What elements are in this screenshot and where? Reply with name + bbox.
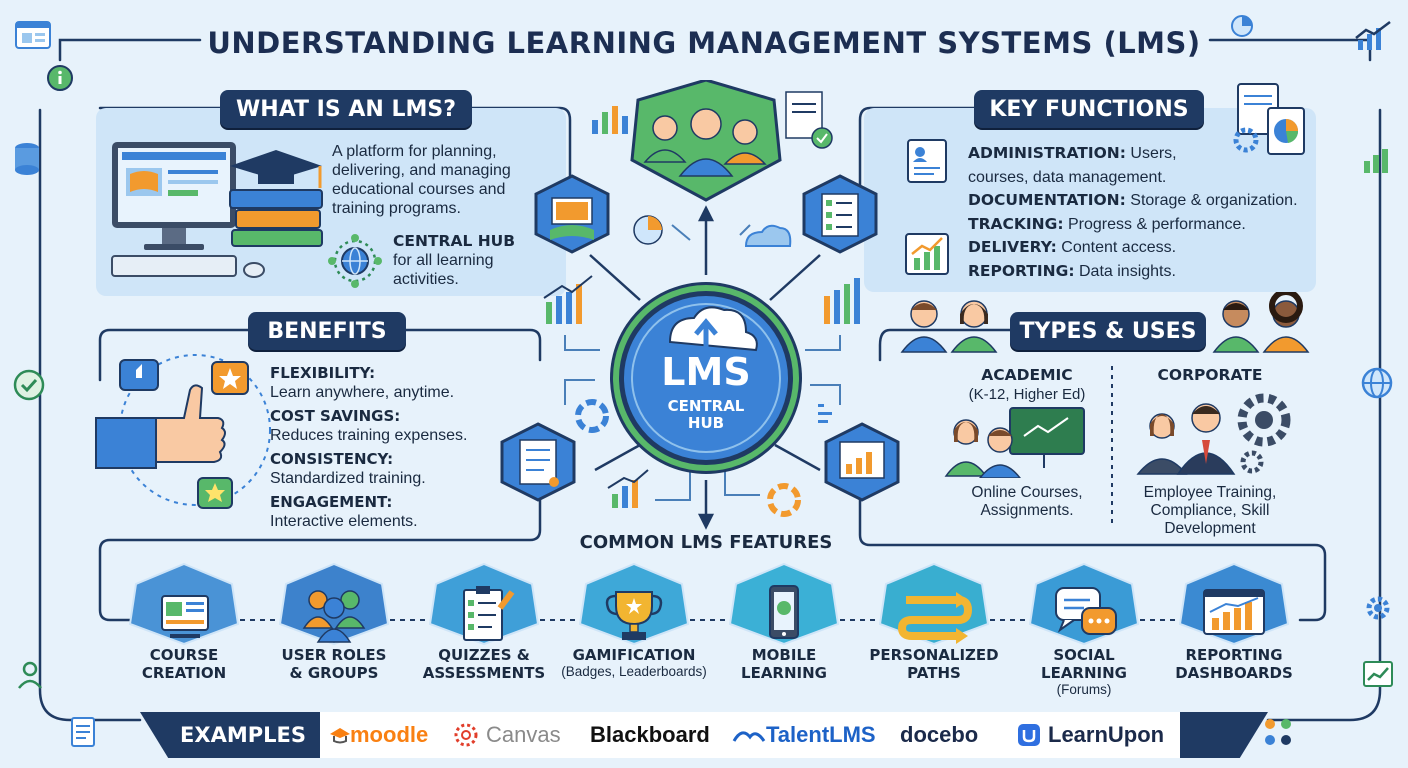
blackboard-logo: Blackboard (590, 722, 710, 747)
feature-item (728, 562, 840, 678)
mobile-phone-icon (728, 562, 840, 646)
key-functions-heading: KEY FUNCTIONS (974, 90, 1204, 128)
user-icon (18, 661, 42, 689)
benefit-item: COST SAVINGS:Reduces training expenses. (270, 407, 468, 444)
corporate-title: CORPORATE (1157, 366, 1263, 384)
user-profile-document-icon (907, 139, 947, 183)
document-icon (71, 717, 95, 747)
user-group-icon (278, 562, 390, 646)
benefit-item: ENGAGEMENT:Interactive elements. (270, 493, 418, 530)
learnupon-icon (1018, 724, 1040, 746)
academic-uses: Online Courses, Assignments. (971, 484, 1083, 519)
central-hub-note: CENTRAL HUB for all learning activities. (393, 232, 516, 288)
feature-item (1178, 562, 1290, 678)
feature-label: QUIZZES &ASSESSMENTS (422, 646, 546, 682)
browser-window-icon (15, 21, 51, 49)
corporate-uses: Employee Training, Compliance, Skill Dev… (1143, 484, 1277, 537)
settings-gear-icon (1366, 596, 1390, 620)
key-function-item: ADMINISTRATION: Users, (968, 144, 1177, 162)
report-documents-icon (1233, 83, 1305, 155)
feature-item (1028, 562, 1140, 678)
professionals-pair-icon (1212, 292, 1310, 353)
benefit-item: FLEXIBILITY:Learn anywhere, anytime. (270, 364, 455, 401)
feature-item (428, 562, 540, 678)
feature-label: USER ROLES& GROUPS (281, 646, 387, 682)
classroom-illustration (944, 407, 1085, 478)
quiz-checklist-icon (428, 562, 540, 646)
key-function-item: DELIVERY: Content access. (968, 238, 1177, 256)
benefit-item: CONSISTENCY:Standardized training. (270, 450, 426, 487)
thumbs-up-illustration (95, 359, 249, 509)
students-pair-icon (900, 300, 998, 353)
corporate-team-illustration (1136, 393, 1291, 475)
course-editor-icon (128, 562, 240, 646)
hub-subtitle: CENTRAL HUB (667, 397, 745, 432)
key-function-item: TRACKING: Progress & performance. (968, 214, 1246, 233)
examples-label: EXAMPLES (180, 723, 306, 747)
canvas-logo: Canvas (452, 712, 561, 758)
growth-chart-icon (905, 233, 949, 275)
hub-cluster (500, 80, 900, 517)
feature-item (128, 562, 240, 678)
key-function-item: DOCUMENTATION: Storage & organization. (968, 191, 1298, 209)
network-globe-icon (328, 234, 382, 288)
canvas-ring-icon (454, 723, 478, 747)
feature-item (878, 562, 990, 678)
key-function-item: courses, data management. (968, 168, 1167, 186)
chat-bubbles-icon (1028, 562, 1140, 646)
what-is-heading: WHAT IS AN LMS? (220, 90, 472, 128)
path-arrows-icon (878, 562, 990, 646)
network-nodes-icon (1265, 719, 1291, 745)
features-heading: COMMON LMS FEATURES (579, 532, 833, 553)
moodle-logo: moodle (328, 712, 428, 758)
docebo-logo: docebo (900, 722, 979, 747)
moodle-hat-icon (330, 728, 350, 744)
page-title: UNDERSTANDING LEARNING MANAGEMENT SYSTEM… (207, 26, 1201, 60)
examples-logos: moodle Canvas Blackboard TalentLMS doceb… (320, 712, 1180, 758)
what-is-description: A platform for planning, delivering, and… (332, 143, 511, 217)
computer-books-illustration (111, 142, 323, 278)
bar-chart-icon (1364, 149, 1388, 173)
feature-label: SOCIAL LEARNING(Forums) (1041, 646, 1127, 697)
talentlms-wave-icon (732, 731, 766, 742)
feature-item (578, 562, 690, 678)
trophy-icon (578, 562, 690, 646)
key-function-item: REPORTING: Data insights. (968, 261, 1176, 280)
team-hexagon (630, 80, 782, 202)
info-icon (47, 65, 73, 91)
database-icon (15, 143, 39, 175)
check-circle-icon (13, 369, 45, 401)
feature-label: GAMIFICATION(Badges, Leaderboards) (561, 646, 707, 679)
types-heading: TYPES & USES (1010, 312, 1206, 350)
line-chart-icon (1363, 661, 1393, 687)
hub-title: LMS (661, 350, 751, 394)
feature-item (278, 562, 390, 678)
benefits-heading: BENEFITS (248, 312, 406, 350)
globe-icon (1361, 367, 1393, 399)
key-functions-list: ADMINISTRATION: Users, courses, data man… (968, 142, 1313, 283)
pie-chart-icon (1231, 15, 1253, 37)
benefits-list: FLEXIBILITY:Learn anywhere, anytime. COS… (270, 364, 485, 531)
learnupon-logo: LearnUpon (1016, 712, 1164, 758)
dashboard-chart-icon (1178, 562, 1290, 646)
trend-chart-icon (1355, 21, 1391, 50)
talentlms-logo: TalentLMS (732, 712, 876, 758)
academic-column: ACADEMIC (K-12, Higher Ed) (968, 366, 1086, 403)
